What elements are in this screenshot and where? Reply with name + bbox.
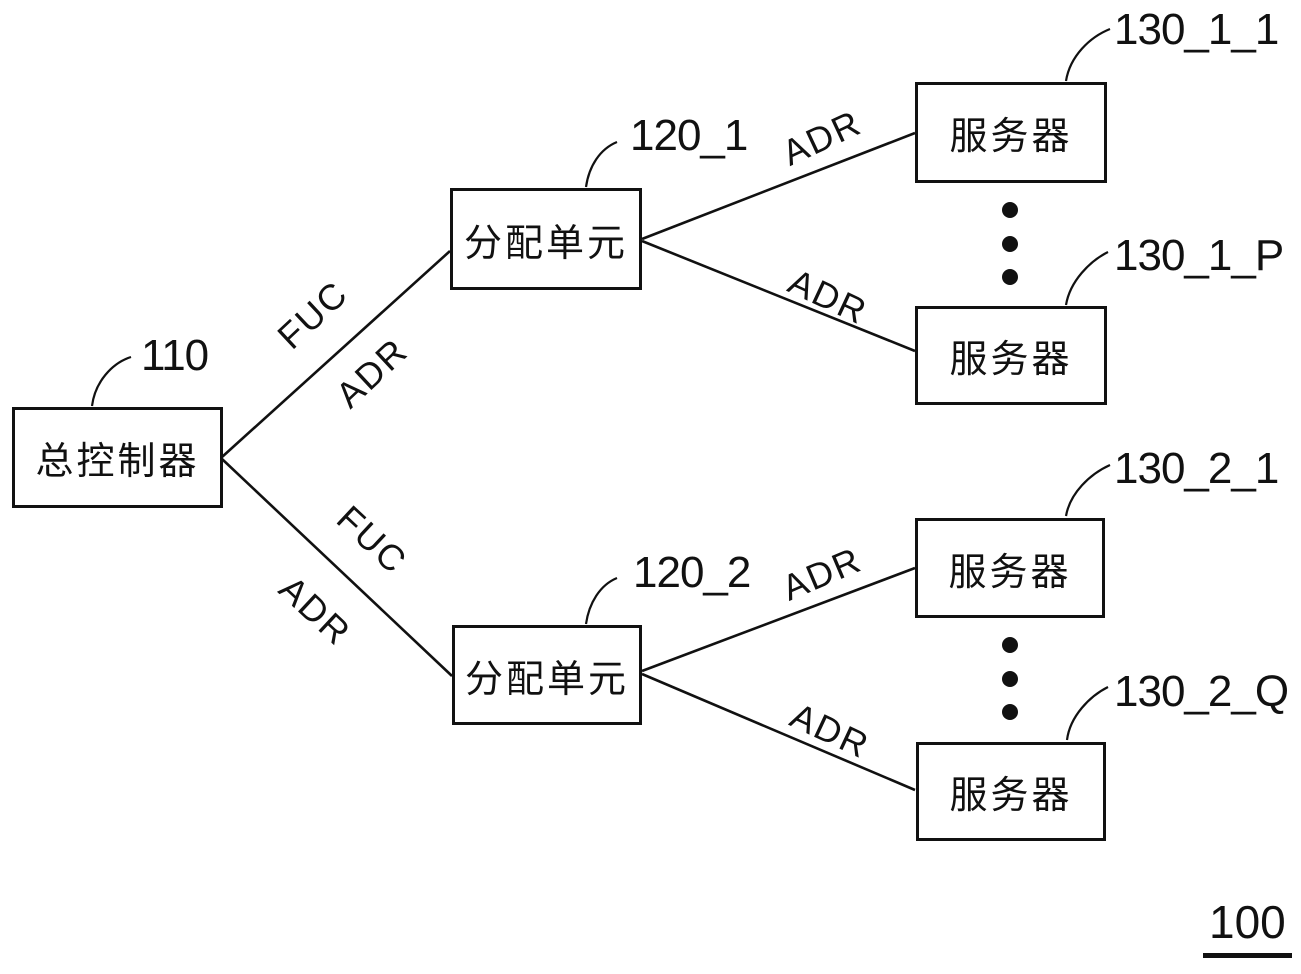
ellipsis-dots-group1 — [1002, 202, 1018, 285]
ellipsis-dot — [1002, 236, 1018, 252]
node-distribution-unit-1-label: 分配单元 — [463, 222, 628, 265]
ref-label-120-2: 120_2 — [633, 548, 751, 597]
leader-line-130-2-1 — [1064, 463, 1111, 517]
ellipsis-dot — [1002, 704, 1018, 720]
ref-label-120-1: 120_1 — [630, 111, 748, 160]
node-distribution-unit-2: 分配单元 — [452, 625, 642, 725]
edge-dist2-server-2-Q — [641, 672, 916, 792]
ellipsis-dot — [1002, 637, 1018, 653]
node-server-1-P: 服务器 — [915, 306, 1107, 405]
leader-line-120-1 — [584, 140, 618, 188]
edge-dist1-server-1-1 — [641, 131, 916, 241]
node-distribution-unit-1: 分配单元 — [450, 188, 642, 290]
ellipsis-dot — [1002, 269, 1018, 285]
leader-line-130-2-Q — [1065, 686, 1109, 741]
node-server-1-1-label: 服务器 — [949, 116, 1073, 158]
ref-label-130-1-P: 130_1_P — [1114, 231, 1284, 280]
ref-label-130-2-1: 130_2_1 — [1114, 444, 1279, 493]
ref-label-130-2-Q: 130_2_Q — [1114, 667, 1289, 716]
node-master-controller-label: 总控制器 — [35, 441, 200, 483]
leader-line-120-2 — [584, 576, 618, 625]
edge-controller-dist2 — [221, 458, 453, 677]
leader-line-130-1-P — [1064, 251, 1109, 306]
node-server-2-1: 服务器 — [915, 518, 1105, 618]
figure-number: 100 — [1203, 899, 1292, 958]
edge-dist1-server-1-P — [641, 239, 916, 353]
node-server-2-Q: 服务器 — [916, 742, 1106, 841]
node-server-2-Q-label: 服务器 — [949, 775, 1073, 817]
edge-controller-dist1 — [221, 250, 451, 458]
ellipsis-dot — [1002, 202, 1018, 218]
edge-dist2-server-2-1 — [641, 566, 916, 673]
node-distribution-unit-2-label: 分配单元 — [464, 658, 629, 701]
ellipsis-dot — [1002, 671, 1018, 687]
node-master-controller: 总控制器 — [12, 407, 223, 508]
ref-label-110: 110 — [141, 331, 209, 380]
ellipsis-dots-group2 — [1002, 637, 1018, 720]
node-server-1-1: 服务器 — [915, 82, 1107, 183]
node-server-1-P-label: 服务器 — [949, 339, 1073, 381]
leader-line-130-1-1 — [1064, 27, 1111, 82]
node-server-2-1-label: 服务器 — [948, 551, 1072, 594]
ref-label-130-1-1: 130_1_1 — [1114, 5, 1279, 54]
leader-line-110 — [90, 355, 132, 407]
